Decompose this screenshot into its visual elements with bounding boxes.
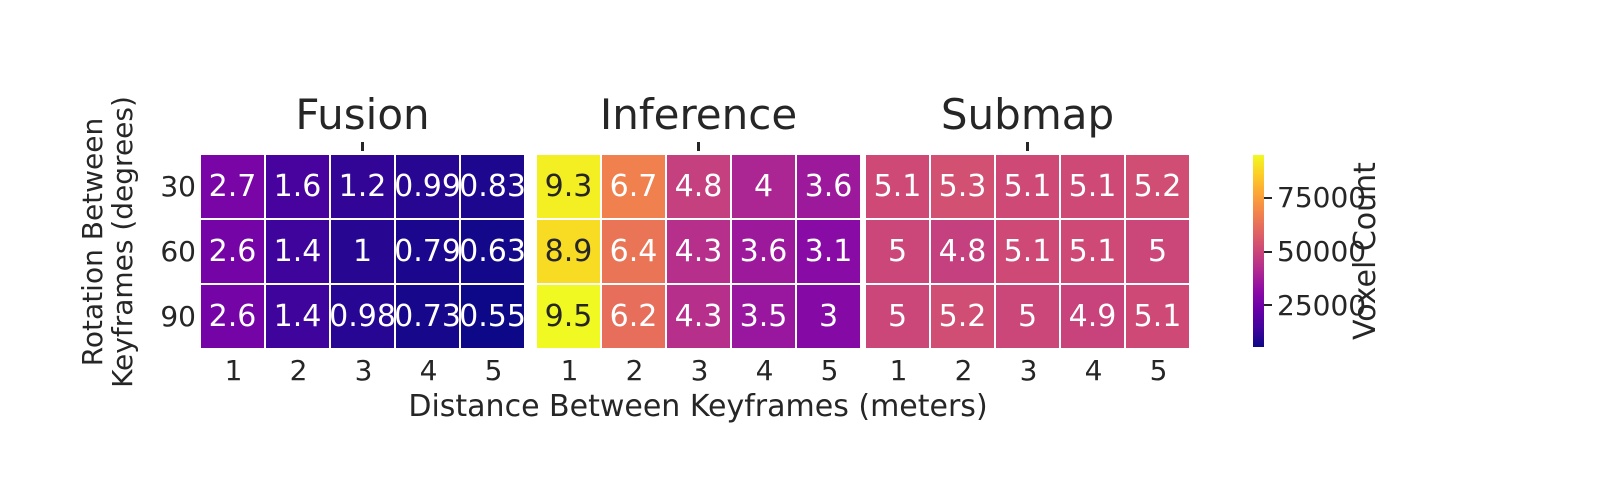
heatmap-cell: 4.8 [667, 155, 730, 218]
heatmap-cell: 4 [732, 155, 795, 218]
panel-title-inference: Inference [599, 90, 798, 139]
heatmap-cell: 5.1 [1126, 285, 1189, 348]
heatmap-cell: 5 [866, 220, 929, 283]
heatmap-cell: 4.3 [667, 220, 730, 283]
x-tick-label: 5 [484, 354, 503, 387]
heatmap-cell: 1.4 [266, 220, 329, 283]
heatmap-cell: 0.55 [459, 285, 526, 348]
heatmap-cell: 5.1 [1061, 220, 1124, 283]
heatmap-cell: 1.6 [266, 155, 329, 218]
heatmap-cell: 2.7 [201, 155, 264, 218]
panel-top-tick [697, 142, 700, 151]
colorbar-tick [1264, 250, 1272, 253]
y-tick-label: 60 [160, 234, 196, 268]
x-axis-label: Distance Between Keyframes (meters) [408, 389, 988, 424]
x-tick-label: 3 [354, 354, 373, 387]
y-axis-label-line-1: Rotation Between [76, 117, 109, 367]
heatmap-cell: 5.3 [931, 155, 994, 218]
colorbar-tick [1264, 196, 1272, 199]
heatmap-cell: 6.4 [602, 220, 665, 283]
heatmap-cell: 6.7 [602, 155, 665, 218]
heatmap-cell: 6.2 [602, 285, 665, 348]
x-tick-label: 2 [625, 354, 644, 387]
heatmap-cell: 1 [331, 220, 394, 283]
x-tick-label: 4 [755, 354, 774, 387]
panel-top-tick [1026, 142, 1029, 151]
heatmap-cell: 5.1 [866, 155, 929, 218]
heatmap-cell: 0.73 [394, 285, 461, 348]
x-tick-label: 3 [1019, 354, 1038, 387]
colorbar-tick-label: 50000 [1277, 235, 1367, 269]
heatmap-cell: 0.63 [459, 220, 526, 283]
heatmap-cell: 5 [866, 285, 929, 348]
y-axis-label-line-2: Keyframes (degrees) [106, 96, 139, 388]
heatmap-cell: 5.1 [996, 220, 1059, 283]
heatmap-cell: 3 [797, 285, 860, 348]
colorbar-axis-label: Voxel Count [1348, 162, 1383, 340]
x-tick-label: 4 [419, 354, 438, 387]
heatmap-cell: 0.99 [394, 155, 461, 218]
heatmap-cell: 5 [996, 285, 1059, 348]
heatmap-cell: 3.1 [797, 220, 860, 283]
x-tick-label: 2 [289, 354, 308, 387]
heatmap-cell: 3.5 [732, 285, 795, 348]
panel-title-fusion: Fusion [295, 90, 430, 139]
colorbar-tick-label: 75000 [1277, 181, 1367, 215]
heatmap-cell: 8.9 [537, 220, 600, 283]
heatmap-cell: 1.4 [266, 285, 329, 348]
x-tick-label: 1 [889, 354, 908, 387]
x-tick-label: 1 [224, 354, 243, 387]
heatmap-cell: 9.3 [537, 155, 600, 218]
heatmap-cell: 5 [1126, 220, 1189, 283]
panel-top-tick [361, 142, 364, 151]
heatmap-cell: 5.1 [1061, 155, 1124, 218]
y-tick-label: 90 [160, 299, 196, 333]
x-tick-label: 3 [690, 354, 709, 387]
heatmap-cell: 5.1 [996, 155, 1059, 218]
heatmap-cell: 5.2 [931, 285, 994, 348]
panel-title-submap: Submap [940, 90, 1115, 139]
heatmap-cell: 0.83 [459, 155, 526, 218]
colorbar-tick-label: 25000 [1277, 288, 1367, 322]
x-tick-label: 2 [954, 354, 973, 387]
heatmap-cell: 5.2 [1126, 155, 1189, 218]
heatmap-cell: 0.98 [329, 285, 396, 348]
heatmap-cell: 3.6 [797, 155, 860, 218]
heatmap-cell: 2.6 [201, 220, 264, 283]
heatmap-cell: 4.3 [667, 285, 730, 348]
heatmap-cell: 4.9 [1061, 285, 1124, 348]
colorbar-tick [1264, 304, 1272, 307]
heatmap-cell: 3.6 [732, 220, 795, 283]
y-tick-label: 30 [160, 169, 196, 203]
colorbar [1253, 155, 1264, 347]
heatmap-cell: 1.2 [331, 155, 394, 218]
heatmap-cell: 2.6 [201, 285, 264, 348]
x-tick-label: 1 [560, 354, 579, 387]
x-tick-label: 4 [1084, 354, 1103, 387]
y-axis-label: Rotation Between Keyframes (degrees) [76, 72, 139, 412]
x-tick-label: 5 [820, 354, 839, 387]
x-tick-label: 5 [1149, 354, 1168, 387]
heatmap-cell: 9.5 [537, 285, 600, 348]
heatmap-cell: 4.8 [931, 220, 994, 283]
heatmap-cell: 0.79 [394, 220, 461, 283]
